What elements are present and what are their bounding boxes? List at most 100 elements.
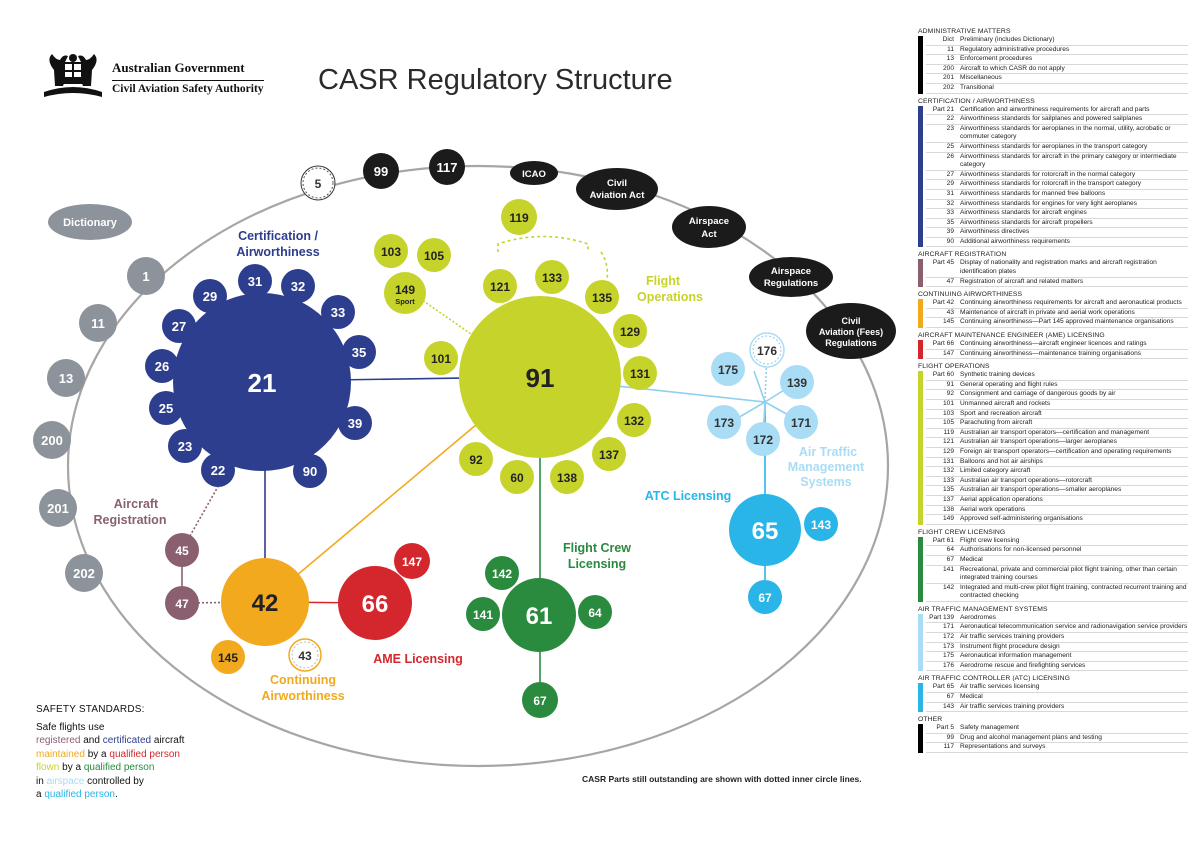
part-1-node[interactable]: 1 bbox=[127, 257, 165, 295]
part-138-node[interactable]: 138 bbox=[550, 460, 584, 494]
safety-in: in bbox=[36, 775, 47, 787]
part-99-node[interactable]: 99 bbox=[363, 153, 399, 189]
safety-controlled-by: controlled by bbox=[84, 775, 144, 787]
legend-part-number: 117 bbox=[943, 743, 954, 751]
government-name: Australian Government bbox=[112, 60, 245, 75]
part-42-node[interactable]: 42 bbox=[221, 558, 309, 646]
part-39-label: 39 bbox=[348, 416, 362, 431]
part-139-label: 139 bbox=[787, 376, 807, 390]
atc-group-label: ATC Licensing bbox=[645, 489, 732, 503]
icao-node[interactable]: ICAO bbox=[510, 161, 558, 185]
part-13-node[interactable]: 13 bbox=[47, 359, 85, 397]
part-121-node[interactable]: 121 bbox=[483, 269, 517, 303]
part-26-node[interactable]: 26 bbox=[145, 349, 179, 383]
part-141-node[interactable]: 141 bbox=[466, 597, 500, 631]
part-66-label: 66 bbox=[362, 591, 389, 618]
part-129-node[interactable]: 129 bbox=[613, 314, 647, 348]
legend-part-number: 119 bbox=[943, 428, 954, 436]
part-176-node[interactable]: 176 bbox=[749, 332, 785, 368]
part-47-node[interactable]: 47 bbox=[165, 586, 199, 620]
part-147-node[interactable]: 147 bbox=[394, 543, 430, 579]
part-201-node[interactable]: 201 bbox=[39, 489, 77, 527]
part-64-node[interactable]: 64 bbox=[578, 595, 612, 629]
part-92-node[interactable]: 92 bbox=[459, 442, 493, 476]
legend-part-title: Aerial work operations bbox=[960, 505, 1026, 513]
legend-part-number: 90 bbox=[946, 237, 954, 245]
legend-part-number: 47 bbox=[946, 277, 954, 285]
part-43-node[interactable]: 43 bbox=[288, 638, 322, 672]
legend-part-number: 13 bbox=[946, 55, 954, 63]
legend-part-title: Airworthiness standards for rotorcraft i… bbox=[960, 170, 1136, 178]
dictionary-node[interactable]: Dictionary bbox=[48, 204, 132, 240]
part-65-node[interactable]: 65 bbox=[729, 494, 801, 566]
part-103-label: 103 bbox=[381, 245, 401, 259]
part-143-node[interactable]: 143 bbox=[804, 507, 838, 541]
airspace-regulations-label-2: Regulations bbox=[764, 278, 818, 289]
part-173-node[interactable]: 173 bbox=[707, 405, 741, 439]
legend-part-number: 141 bbox=[942, 565, 954, 573]
part-66-node[interactable]: 66 bbox=[338, 566, 412, 640]
part-131-node[interactable]: 131 bbox=[623, 356, 657, 390]
legend-part-title: Balloons and hot air airships bbox=[960, 457, 1043, 465]
part-139-node[interactable]: 139 bbox=[780, 365, 814, 399]
legend-part-title: Sport and recreation aircraft bbox=[960, 409, 1042, 417]
part-35-node[interactable]: 35 bbox=[342, 335, 376, 369]
part-90-node[interactable]: 90 bbox=[293, 454, 327, 488]
part-22-node[interactable]: 22 bbox=[201, 453, 235, 487]
part-25-node[interactable]: 25 bbox=[149, 391, 183, 425]
part-103-node[interactable]: 103 bbox=[374, 234, 408, 268]
part-202-node[interactable]: 202 bbox=[65, 554, 103, 592]
continuing-cluster: 42 43 145 Continuing Airworthiness bbox=[211, 558, 345, 703]
part-149-label: 149 bbox=[395, 283, 415, 297]
part-141-label: 141 bbox=[473, 608, 493, 622]
part-135-node[interactable]: 135 bbox=[585, 280, 619, 314]
part-61-node[interactable]: 61 bbox=[502, 578, 576, 652]
part-175-node[interactable]: 175 bbox=[711, 352, 745, 386]
part-11-node[interactable]: 11 bbox=[79, 304, 117, 342]
part-23-node[interactable]: 23 bbox=[168, 429, 202, 463]
safety-aircraft: aircraft bbox=[151, 735, 185, 746]
part-21-node[interactable]: 21 bbox=[173, 293, 351, 471]
part-101-node[interactable]: 101 bbox=[424, 341, 458, 375]
part-67-atc-node[interactable]: 67 bbox=[748, 580, 782, 614]
part-27-node[interactable]: 27 bbox=[162, 309, 196, 343]
part-143-label: 143 bbox=[811, 518, 831, 532]
part-133-node[interactable]: 133 bbox=[535, 260, 569, 294]
part-91-node[interactable]: 91 bbox=[459, 296, 621, 458]
part-21-label: 21 bbox=[248, 368, 277, 398]
part-145-node[interactable]: 145 bbox=[211, 640, 245, 674]
part-32-node[interactable]: 32 bbox=[281, 269, 315, 303]
part-29-node[interactable]: 29 bbox=[193, 279, 227, 313]
part-39-node[interactable]: 39 bbox=[338, 406, 372, 440]
part-45-node[interactable]: 45 bbox=[165, 533, 199, 567]
part-137-node[interactable]: 137 bbox=[592, 437, 626, 471]
part-31-node[interactable]: 31 bbox=[238, 264, 272, 298]
part-60-node[interactable]: 60 bbox=[500, 460, 534, 494]
part-5-node[interactable]: 5 bbox=[300, 165, 336, 201]
part-172-node[interactable]: 172 bbox=[746, 422, 780, 456]
part-132-node[interactable]: 132 bbox=[617, 403, 651, 437]
legend-part-number: Part 66 bbox=[932, 340, 954, 348]
part-117-node[interactable]: 117 bbox=[429, 149, 465, 185]
part-171-node[interactable]: 171 bbox=[784, 405, 818, 439]
part-119-node[interactable]: 119 bbox=[501, 199, 537, 235]
part-142-node[interactable]: 142 bbox=[485, 556, 519, 590]
part-33-node[interactable]: 33 bbox=[321, 295, 355, 329]
legend-part-number: 67 bbox=[946, 555, 954, 563]
part-105-node[interactable]: 105 bbox=[417, 238, 451, 272]
part-200-node[interactable]: 200 bbox=[33, 421, 71, 459]
part-67-crew-node[interactable]: 67 bbox=[522, 682, 558, 718]
